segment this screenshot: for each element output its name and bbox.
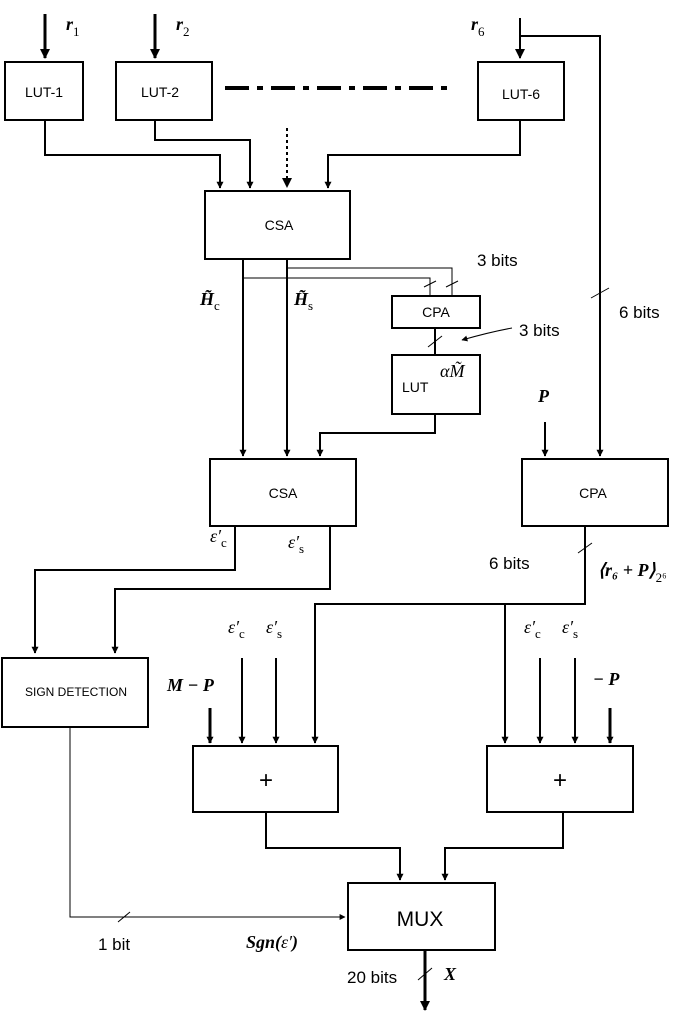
label-eps-c-left: ε′c — [228, 617, 245, 641]
wire-hs-branch — [287, 267, 453, 295]
label-eps-c-mid: ε′c — [210, 526, 227, 550]
lut-small-tag: αM̃ — [440, 361, 465, 381]
adder-left-label: + — [259, 767, 273, 794]
label-r1: r1 — [66, 14, 80, 39]
callout-3bits — [461, 327, 513, 342]
sign-detection-block — [1, 657, 149, 728]
wire-adder-left-mux — [265, 812, 404, 881]
adder-right-block — [486, 745, 634, 813]
tick-6bits-mid — [577, 542, 593, 554]
label-r2: r2 — [176, 14, 190, 39]
cpa-small-label: CPA — [422, 304, 450, 320]
cpa-right-block — [521, 458, 669, 527]
wire-lut-csa — [316, 414, 436, 457]
mux-label: MUX — [397, 908, 444, 931]
wire-sign-mux — [69, 727, 346, 920]
label-6-bits-right: 6 bits — [619, 303, 660, 322]
label-eps-s-right: ε′s — [562, 617, 578, 641]
label-3-bits-mid: 3 bits — [519, 321, 560, 340]
tick-3bits-a — [423, 280, 437, 288]
wire-lut6-csa — [324, 120, 521, 189]
sign-detection-label: SIGN DETECTION — [25, 685, 127, 699]
wire-lut1-csa — [44, 120, 224, 189]
lut-6-label: LUT-6 — [502, 86, 540, 102]
arrowhead-dotted — [282, 178, 292, 188]
lut-small-label: LUT — [402, 379, 429, 395]
tick-3bits-b — [445, 280, 459, 288]
label-hs: H̃s — [293, 289, 313, 313]
wire-adder-right-mux — [441, 812, 564, 881]
mux-block — [347, 882, 496, 951]
label-minus-p: − P — [593, 669, 620, 689]
wire-r6-bypass — [520, 35, 604, 457]
wire-epsc-sign — [31, 526, 236, 654]
cpa-right-label: CPA — [579, 485, 607, 501]
lut-small-block — [391, 354, 481, 415]
lut-1-block — [4, 61, 84, 121]
lut-1-label: LUT-1 — [25, 84, 63, 100]
csa-top-block — [204, 190, 351, 260]
label-3-bits-top: 3 bits — [477, 251, 518, 270]
label-p-in: P — [537, 386, 550, 406]
label-sgn: Sgn(ε′) — [246, 932, 298, 953]
adder-left-block — [192, 745, 339, 813]
wire-hc-branch — [243, 277, 431, 295]
wire-epss-sign — [111, 526, 331, 654]
cpa-small-block — [391, 295, 481, 329]
label-1-bit: 1 bit — [98, 935, 130, 954]
label-r6-plus-p: ⟨r₆ + P⟩2⁶ — [598, 560, 667, 585]
label-x-out: X — [443, 964, 457, 984]
tick-20bits — [417, 967, 433, 981]
wire-lut2-csa — [154, 120, 254, 189]
csa-mid-label: CSA — [269, 485, 298, 501]
tick-6bits-right — [590, 287, 610, 299]
lut-2-block — [115, 61, 213, 121]
label-6-bits-mid: 6 bits — [489, 554, 530, 573]
label-20-bits: 20 bits — [347, 968, 397, 987]
tick-3bits-mid — [427, 335, 443, 348]
label-r6: r6 — [471, 14, 485, 39]
label-eps-c-right: ε′c — [524, 617, 541, 641]
lut-2-label: LUT-2 — [141, 84, 179, 100]
label-hc: H̃c — [199, 289, 220, 313]
tick-1bit — [117, 911, 131, 923]
csa-top-label: CSA — [265, 217, 294, 233]
adder-right-label: + — [553, 767, 567, 794]
wire-cpa-out — [311, 526, 586, 744]
label-eps-s-mid: ε′s — [288, 532, 304, 556]
label-m-minus-p: M − P — [166, 675, 215, 695]
csa-mid-block — [209, 458, 357, 527]
label-eps-s-left: ε′s — [266, 617, 282, 641]
